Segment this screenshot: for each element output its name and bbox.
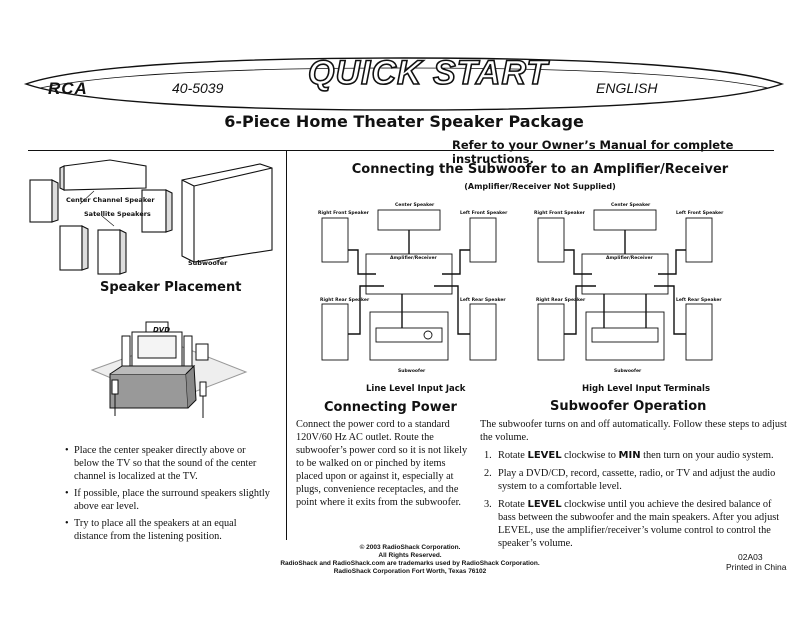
right-rear-label: Right Rear Speaker: [536, 298, 586, 303]
operation-intro: The subwoofer turns on and off automatic…: [480, 419, 787, 443]
brand-logo: RCA: [48, 79, 88, 98]
dvd-badge: DVD: [153, 326, 171, 334]
step-number: 3.: [484, 499, 492, 510]
right-front-label: Right Front Speaker: [534, 211, 585, 216]
amplifier-label: Amplifier/Receiver: [606, 256, 653, 261]
level-keyword: LEVEL: [527, 499, 562, 510]
left-front-label: Left Front Speaker: [676, 211, 724, 216]
divider-horizontal: [28, 150, 774, 151]
subwoofer-label: Subwoofer: [188, 259, 228, 267]
model-number: 40-5039: [172, 80, 224, 96]
operation-step: 1.Rotate LEVEL clockwise to MIN then tur…: [484, 450, 774, 461]
right-rear-label: Right Rear Speaker: [320, 298, 370, 303]
operation-step: 3.Rotate LEVEL clockwise until you achie…: [484, 499, 780, 549]
high-level-caption: High Level Input Terminals: [582, 384, 711, 394]
speaker-placement-heading: Speaker Placement: [100, 280, 242, 295]
connecting-subwoofer-heading: Connecting the Subwoofer to an Amplifier…: [351, 162, 729, 177]
placement-bullet: Place the center speaker directly above …: [65, 444, 272, 483]
placement-instructions: Place the center speaker directly above …: [62, 444, 272, 547]
subwoofer-operation-heading: Subwoofer Operation: [550, 399, 707, 414]
connecting-subwoofer-subheading: (Amplifier/Receiver Not Supplied): [464, 182, 616, 191]
connecting-power-heading: Connecting Power: [324, 400, 457, 415]
operation-steps: 1.Rotate LEVEL clockwise to MIN then tur…: [480, 449, 790, 550]
line-level-wiring-diagram: [321, 209, 497, 361]
header-banner: [23, 57, 785, 111]
center-speaker-diagram-label: Center Speaker: [611, 203, 651, 208]
level-keyword: LEVEL: [527, 450, 562, 461]
right-front-label: Right Front Speaker: [318, 211, 369, 216]
printed-in: Printed in China: [726, 562, 787, 572]
page-title: 6-Piece Home Theater Speaker Package: [224, 112, 584, 131]
operation-step: 2.Play a DVD/CD, record, cassette, radio…: [484, 468, 776, 492]
subwoofer-diagram-label: Subwoofer: [614, 369, 642, 374]
left-front-label: Left Front Speaker: [460, 211, 508, 216]
speaker-package-illustration: [29, 159, 273, 275]
left-rear-label: Left Rear Speaker: [460, 298, 506, 303]
high-level-wiring-diagram: [537, 209, 713, 361]
copyright-footer: © 2003 RadioShack Corporation. All Right…: [280, 544, 540, 575]
language-label: ENGLISH: [596, 80, 658, 96]
subwoofer-diagram-label: Subwoofer: [398, 369, 426, 374]
center-speaker-label: Center Channel Speaker: [66, 196, 155, 204]
quick-start-title: QUICK START: [307, 53, 549, 93]
min-keyword: MIN: [618, 450, 641, 461]
refer-note: Refer to your Owner’s Manual for complet…: [452, 138, 734, 166]
satellite-speakers-label: Satellite Speakers: [84, 210, 151, 218]
placement-bullet: Try to place all the speakers at an equa…: [65, 517, 272, 543]
step-number: 1.: [484, 450, 492, 461]
connecting-power-text: Connect the power cord to a standard 120…: [296, 419, 468, 508]
document-code: 02A03: [738, 552, 763, 562]
subwoofer-operation-content: The subwoofer turns on and off automatic…: [480, 418, 790, 555]
room-placement-illustration: [90, 321, 248, 418]
center-speaker-diagram-label: Center Speaker: [395, 203, 435, 208]
amplifier-label: Amplifier/Receiver: [390, 256, 437, 261]
left-rear-label: Left Rear Speaker: [676, 298, 722, 303]
divider-vertical: [286, 150, 287, 540]
line-level-caption: Line Level Input Jack: [366, 384, 466, 394]
placement-bullet: If possible, place the surround speakers…: [65, 487, 272, 513]
step-number: 2.: [484, 468, 492, 479]
